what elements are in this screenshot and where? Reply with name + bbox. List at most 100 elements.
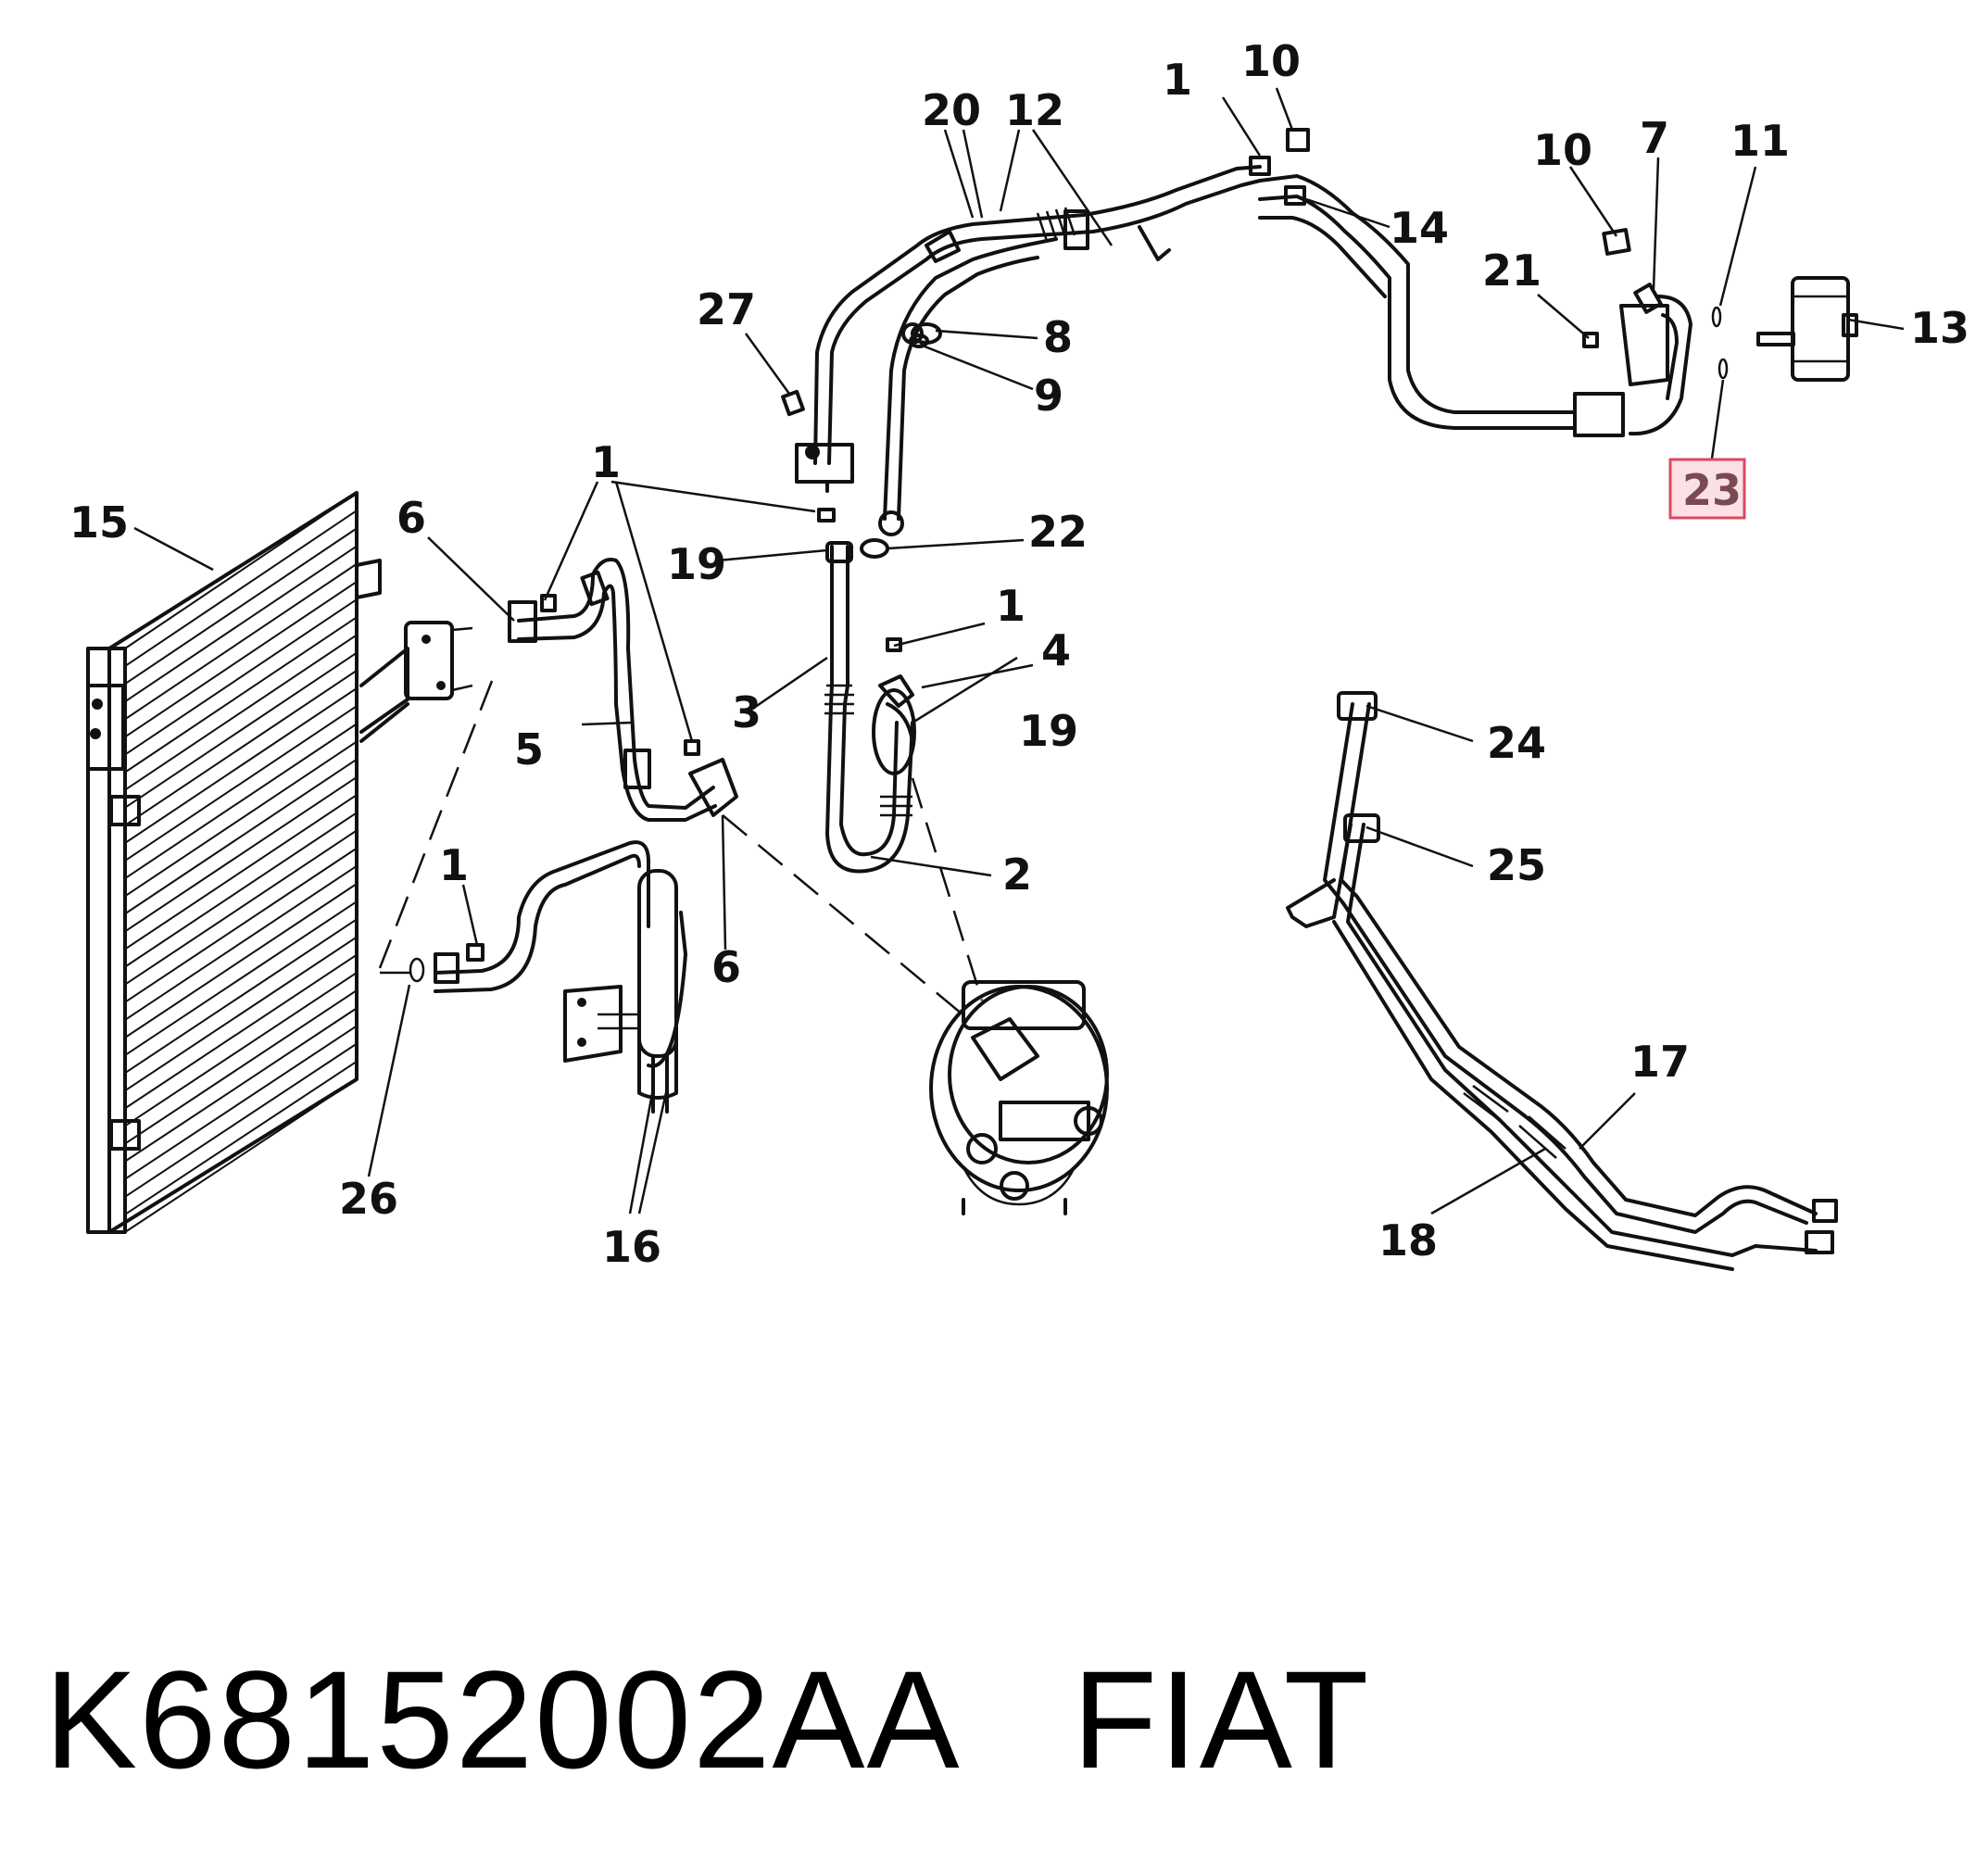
condenser-fin [124, 1078, 358, 1233]
callout-16: 16 [602, 1222, 661, 1272]
line-part-17 [1323, 691, 1818, 1234]
callout-1-lower: 1 [439, 840, 469, 890]
callout-23-highlight: 23 [1668, 458, 1746, 520]
oring-part-1-b [684, 739, 700, 756]
condenser-fin [124, 776, 358, 933]
callout-1-mid: 1 [996, 581, 1025, 631]
oring-part-26 [409, 957, 425, 983]
callout-24: 24 [1487, 718, 1546, 768]
callout-4: 4 [1041, 625, 1071, 675]
condenser-fin [124, 510, 358, 667]
part-number: K68152002AA [44, 1642, 962, 1797]
alignment-dashed-lines [378, 680, 984, 1020]
washer-part-9 [909, 334, 929, 348]
oring-part-1 [540, 594, 557, 612]
callout-labels: 10 1 20 12 14 10 7 11 21 13 23 27 8 9 15… [69, 36, 1969, 1272]
condenser-fin [124, 740, 358, 898]
callout-1-center: 1 [591, 437, 621, 487]
condenser-fin [124, 634, 358, 791]
callout-5: 5 [514, 724, 544, 774]
condenser-fin [124, 705, 358, 862]
cap-part-10-right [1602, 228, 1631, 256]
callout-23: 23 [1682, 465, 1742, 515]
condenser-fin [124, 829, 358, 986]
condenser-fin [124, 794, 358, 950]
condenser-fin [124, 616, 358, 774]
oring-part-23 [1717, 358, 1729, 380]
condenser-fin [124, 1025, 358, 1180]
condenser-fitting-block [359, 621, 473, 743]
liquid-line-part-3 [824, 541, 916, 874]
callout-26: 26 [339, 1174, 398, 1224]
part-number-caption: K68152002AA FIAT [44, 1640, 1370, 1800]
condenser-fin [124, 581, 358, 738]
condenser-fin [124, 562, 358, 721]
condenser-fin [124, 492, 358, 649]
callout-6-left: 6 [396, 493, 426, 543]
hose-fitting-26 [434, 952, 459, 984]
callout-8: 8 [1043, 312, 1073, 362]
condenser-fin [124, 1060, 358, 1215]
evaporator-line-part-7 [1258, 174, 1692, 437]
condenser-fin [124, 989, 358, 1145]
callout-18: 18 [1378, 1215, 1438, 1265]
cap-part-10-top [1286, 128, 1310, 152]
callout-9: 9 [1034, 371, 1063, 421]
condenser-fin [124, 972, 358, 1127]
condenser-fin [124, 1042, 358, 1198]
condenser-fin [124, 953, 358, 1110]
callout-10-top: 10 [1241, 36, 1301, 86]
brand-name: FIAT [1072, 1642, 1371, 1797]
oring-part-11 [1711, 306, 1722, 328]
condenser-fin [124, 723, 358, 880]
callout-14: 14 [1390, 203, 1449, 253]
expansion-valve-part-13 [1756, 276, 1858, 382]
leader-lines [133, 87, 1905, 1215]
hose-part-5 [508, 558, 738, 822]
callout-10-right: 10 [1533, 125, 1592, 175]
condenser-fin [124, 883, 358, 1038]
callout-21: 21 [1482, 245, 1541, 296]
callout-11: 11 [1730, 116, 1790, 166]
callout-15: 15 [69, 497, 129, 548]
condenser-fin [124, 936, 358, 1092]
oring-part-1-top [1249, 156, 1271, 176]
discharge-line-part-20 [878, 230, 1058, 536]
condenser-fin [124, 598, 358, 756]
callout-2: 2 [1002, 850, 1032, 900]
callout-20: 20 [922, 85, 981, 135]
callout-27: 27 [697, 284, 756, 334]
gasket-part-22 [860, 538, 889, 559]
callout-6-lower: 6 [711, 942, 741, 992]
condenser-fin [124, 527, 358, 686]
callout-25: 25 [1487, 840, 1546, 890]
callout-17: 17 [1630, 1037, 1690, 1087]
condenser-fin [124, 669, 358, 826]
bolt-part-27 [781, 389, 805, 417]
callout-1-top: 1 [1163, 55, 1192, 105]
condenser-fin [124, 918, 358, 1075]
suction-line-part-12 [795, 165, 1262, 493]
condenser-fin [124, 1007, 358, 1163]
fitting-part-14 [1284, 185, 1306, 206]
receiver-drier-part-16 [434, 840, 687, 1114]
condenser-fin [124, 847, 358, 1003]
compressor [929, 980, 1109, 1215]
condenser-fin [124, 812, 358, 968]
callout-12: 12 [1005, 85, 1064, 135]
callout-13: 13 [1910, 303, 1969, 353]
callout-19-mid: 19 [1019, 706, 1078, 756]
clip-part-21 [1582, 332, 1599, 348]
oring-part-1-center [817, 508, 836, 522]
line-part-18 [1286, 813, 1838, 1271]
callout-3: 3 [732, 687, 761, 737]
condenser-fin [124, 864, 358, 1021]
callout-7: 7 [1640, 113, 1669, 163]
condenser-fin [124, 687, 358, 844]
condenser-fin [124, 545, 358, 703]
condenser-fin [124, 900, 358, 1056]
condenser-fin [124, 758, 358, 915]
condenser-part-15 [86, 491, 382, 1234]
callout-19-top: 19 [667, 539, 726, 589]
